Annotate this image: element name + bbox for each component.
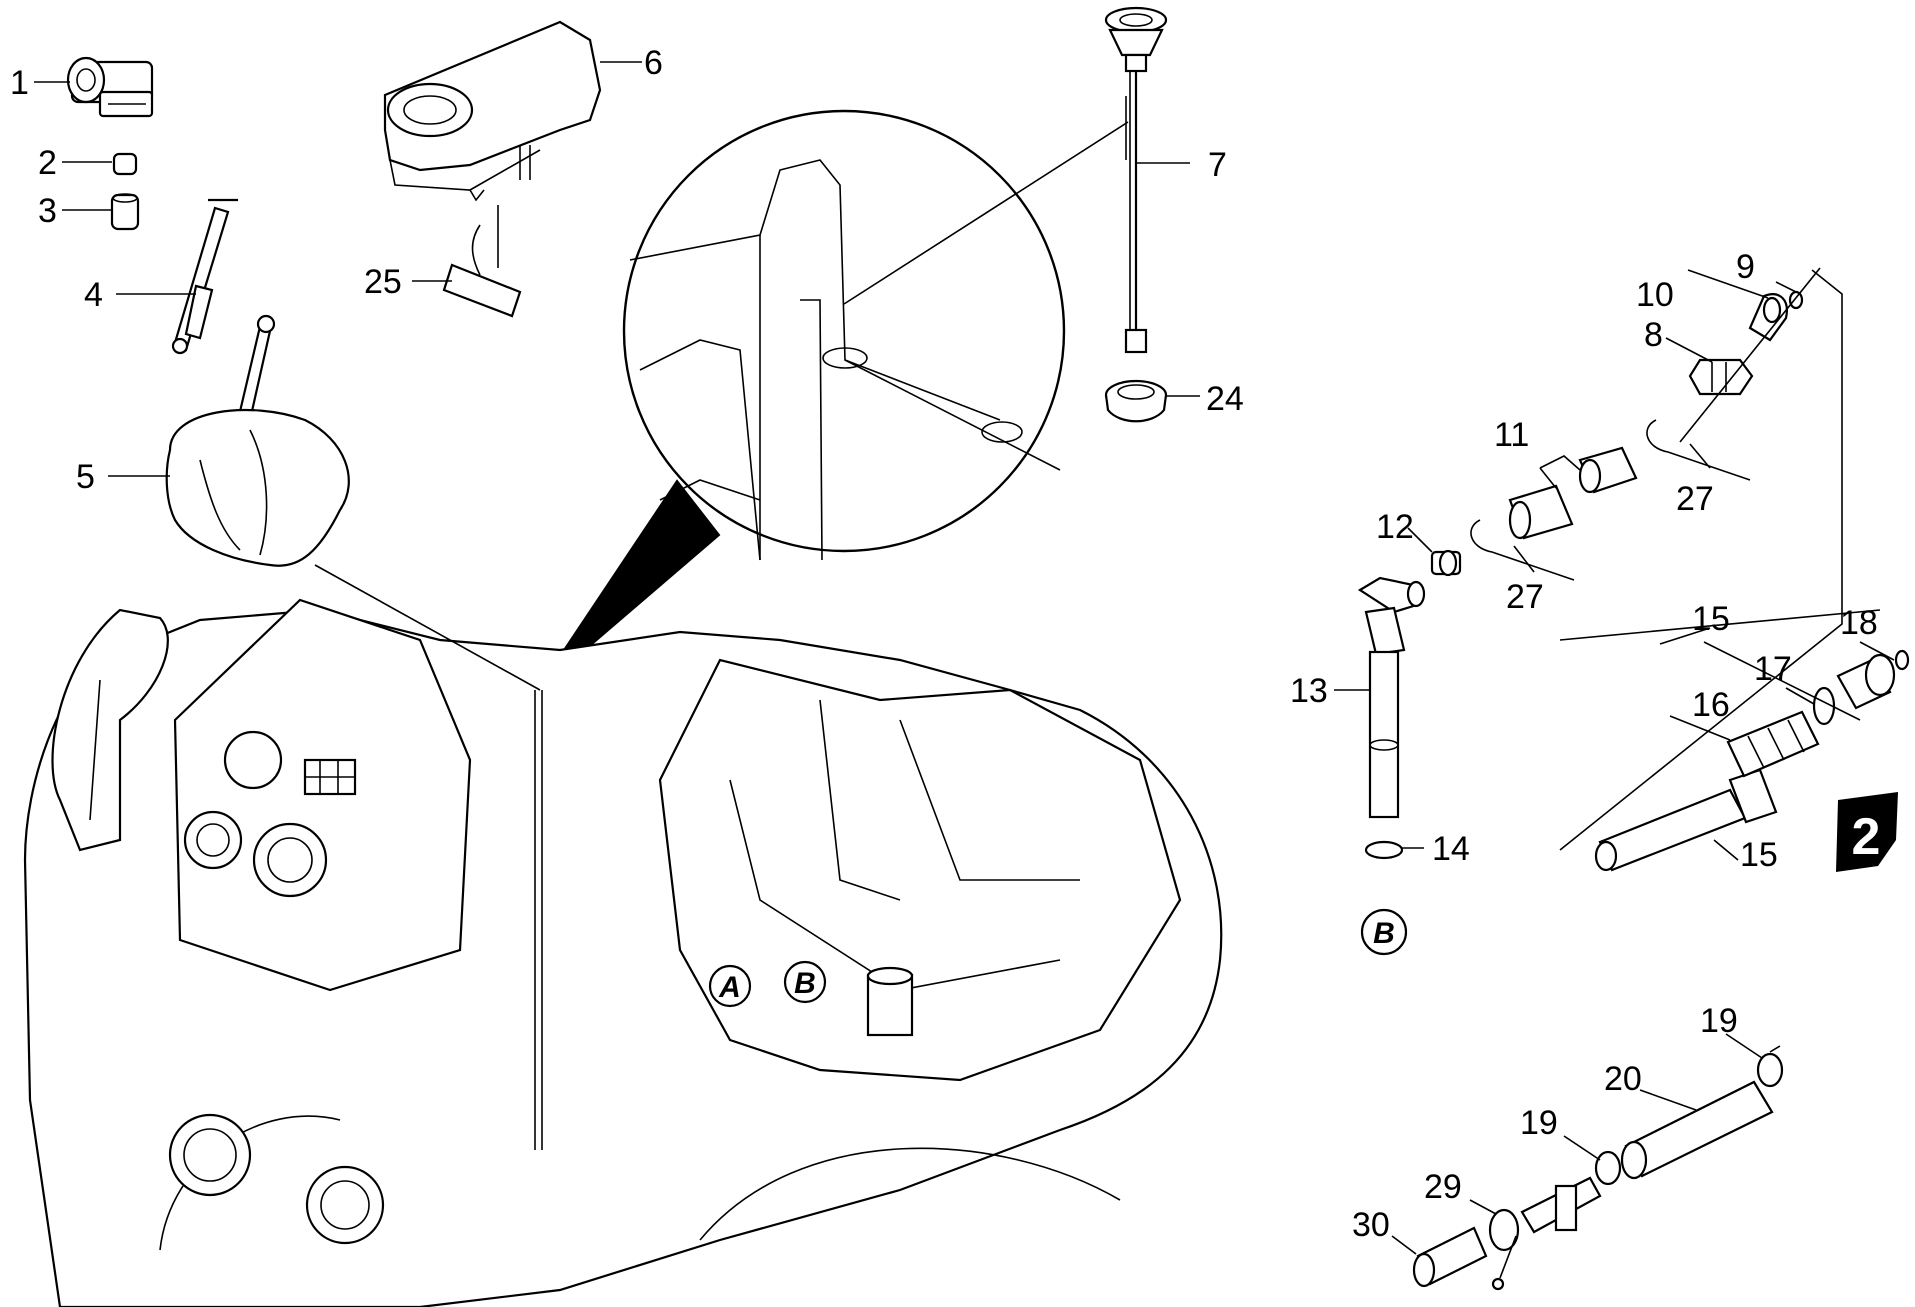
callout-16: 16: [1692, 686, 1730, 724]
part-16-strainer: [1726, 710, 1820, 778]
marker-b-side: B: [1360, 908, 1408, 956]
callout-29: 29: [1424, 1168, 1462, 1206]
callout-1: 1: [10, 64, 29, 102]
part-27a-clip: [1646, 419, 1751, 481]
page-badge: 2: [1836, 792, 1898, 872]
callout-14: 14: [1432, 830, 1470, 868]
callout-labels: 1 2 3 4 5 6 25 7 24 9 10 8 11 27 12 27 1…: [10, 44, 1878, 1244]
callout-10: 10: [1636, 276, 1674, 314]
callout-24: 24: [1206, 380, 1244, 418]
part-19b-clamp: [1594, 1150, 1622, 1186]
callout-2: 2: [38, 144, 57, 182]
marker-a-label: A: [718, 971, 741, 1004]
marker-a: A: [708, 964, 752, 1008]
callout-30: 30: [1352, 1206, 1390, 1244]
part-30-filter-insert: [1412, 1226, 1488, 1288]
callout-18: 18: [1840, 604, 1878, 642]
part-10-elbow: [1748, 293, 1788, 342]
part-11-tubes: [1508, 446, 1638, 540]
part-25-sensor: [442, 205, 522, 318]
callout-17: 17: [1754, 650, 1792, 688]
leader-lines: [34, 61, 1895, 1255]
part-13-suction-pipe: [1357, 576, 1426, 819]
part-24-float-base: [1104, 328, 1168, 423]
part-2-cap: [112, 152, 138, 176]
part-20-hose: [1620, 1080, 1774, 1180]
part-7-float-rod: [1104, 6, 1168, 330]
callout-5: 5: [76, 458, 95, 496]
callout-20: 20: [1604, 1060, 1642, 1098]
callout-7: 7: [1208, 146, 1227, 184]
part-17-o-ring: [1812, 686, 1836, 726]
callout-19a: 19: [1700, 1002, 1738, 1040]
part-12-fitting: [1430, 549, 1462, 577]
detail-magnifier: [535, 109, 1066, 693]
callout-27b: 27: [1506, 578, 1544, 616]
part-29-valve: [1488, 1176, 1602, 1291]
callout-25: 25: [364, 263, 402, 301]
part-15-filter-assembly: [1559, 609, 1881, 872]
marker-b-main: B: [783, 960, 827, 1004]
part-19a-clamp: [1756, 1045, 1784, 1088]
callout-27a: 27: [1676, 480, 1714, 518]
callout-15a: 15: [1692, 600, 1730, 638]
callout-13: 13: [1290, 672, 1328, 710]
callout-6: 6: [644, 44, 663, 82]
machine-body: [23, 564, 1223, 1307]
callout-15b: 15: [1740, 836, 1778, 874]
part-3-sleeve: [110, 193, 140, 231]
page-badge-number: 2: [1852, 808, 1881, 866]
callout-3: 3: [38, 192, 57, 230]
callout-8: 8: [1644, 316, 1663, 354]
part-14-gasket: [1364, 840, 1404, 860]
callout-4: 4: [84, 276, 103, 314]
callout-19b: 19: [1520, 1104, 1558, 1142]
part-6-tank-housing: [383, 20, 602, 202]
callout-12: 12: [1376, 508, 1414, 546]
part-1-lamp-holder: [66, 56, 154, 118]
part-18-cap-nut: [1836, 649, 1910, 710]
marker-b-side-label: B: [1373, 917, 1395, 950]
indicator-lights: [303, 758, 357, 796]
part-9-o-ring: [1788, 290, 1804, 310]
callout-9: 9: [1736, 248, 1755, 286]
part-8-nut: [1688, 358, 1754, 396]
part-4-lever-arm: [171, 198, 238, 355]
part-5-hood: [165, 314, 350, 567]
marker-b-main-label: B: [794, 967, 816, 1000]
callout-11: 11: [1494, 416, 1529, 454]
part-27b-clip: [1470, 519, 1575, 581]
